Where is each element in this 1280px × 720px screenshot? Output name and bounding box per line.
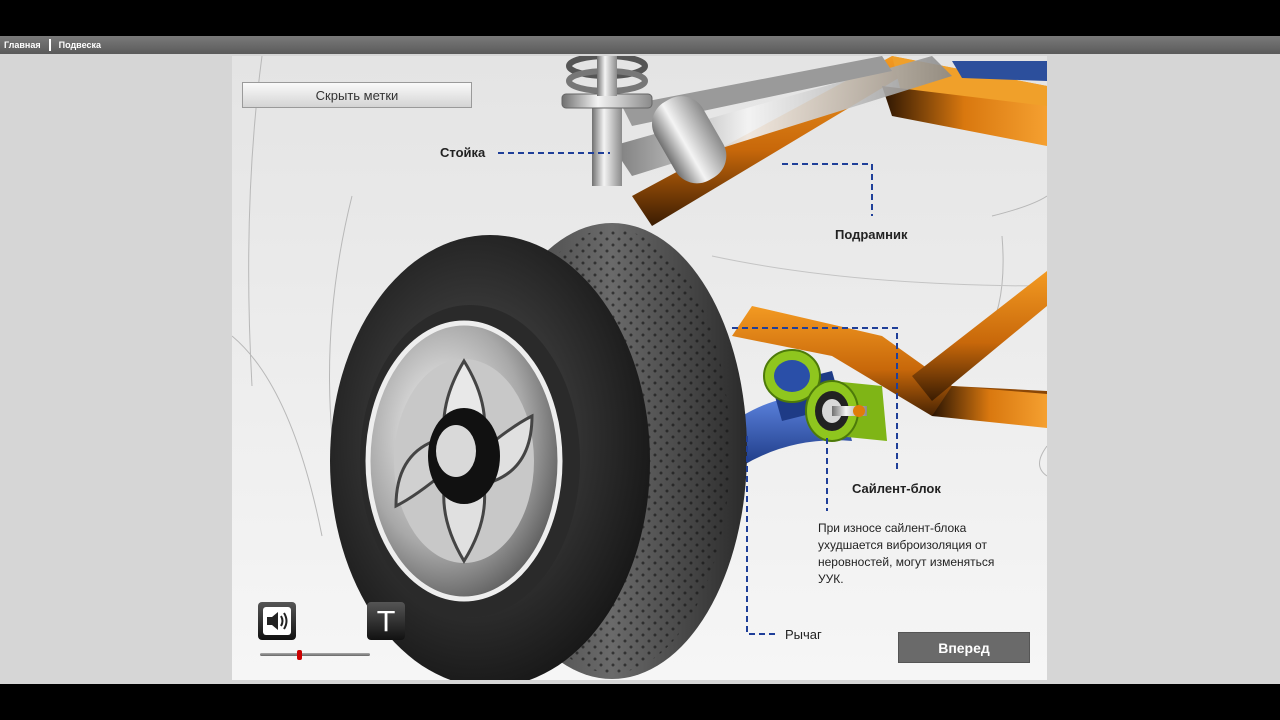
- silent-block-description: При износе сайлент-блока ухудшается вибр…: [818, 521, 995, 586]
- nav-home-link[interactable]: Главная: [4, 40, 41, 50]
- label-arm: Рычаг: [785, 627, 822, 642]
- label-strut: Стойка: [440, 145, 486, 160]
- sound-toggle-button[interactable]: [258, 602, 296, 640]
- label-silent-block: Сайлент-блок: [852, 481, 941, 496]
- text-toggle-button[interactable]: T: [367, 602, 405, 640]
- illustration-stage: Скрыть метки Стойка Подрамник Сайлент-бл…: [232, 56, 1047, 680]
- volume-slider-thumb[interactable]: [296, 650, 302, 660]
- volume-slider[interactable]: [260, 650, 370, 660]
- top-navigation-bar: Главная Подвеска: [0, 36, 1280, 54]
- volume-slider-track: [260, 653, 370, 656]
- hide-labels-button[interactable]: Скрыть метки: [242, 82, 472, 108]
- nav-separator: [48, 39, 51, 51]
- text-toggle-label: T: [377, 604, 395, 638]
- label-subframe: Подрамник: [835, 227, 908, 242]
- suspension-illustration: [232, 56, 1047, 680]
- next-button[interactable]: Вперед: [898, 632, 1030, 663]
- nav-suspension-link[interactable]: Подвеска: [58, 40, 101, 50]
- speaker-icon: [263, 607, 291, 635]
